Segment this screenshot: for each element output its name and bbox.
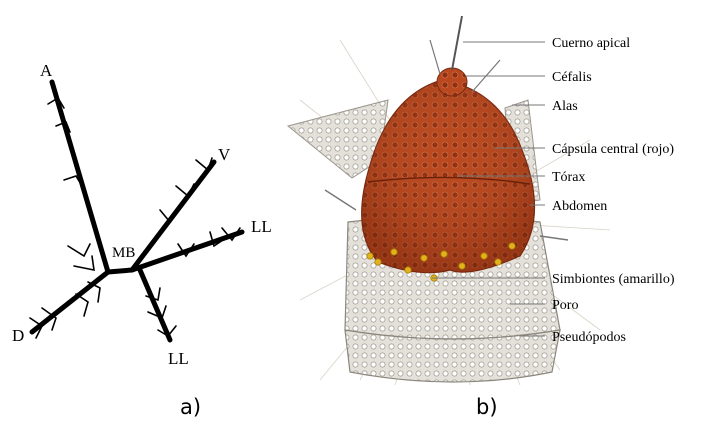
annotation-abdomen: Abdomen bbox=[552, 199, 607, 214]
annotation-torax: Tórax bbox=[552, 170, 585, 185]
label-v: V bbox=[218, 145, 231, 164]
annotation-cuerno-apical: Cuerno apical bbox=[552, 36, 630, 51]
annotation-alas: Alas bbox=[552, 99, 578, 114]
panel-a-diagram: A V LL MB D LL a) bbox=[12, 61, 272, 419]
label-d: D bbox=[12, 326, 24, 345]
label-mb: MB bbox=[112, 245, 135, 261]
tree-barbs bbox=[30, 98, 240, 338]
caption-b: b) bbox=[476, 395, 498, 419]
annotation-capsula-central: Cápsula central (rojo) bbox=[552, 142, 674, 157]
label-ll-bottom: LL bbox=[168, 349, 189, 368]
annotation-cefalis: Céfalis bbox=[552, 70, 592, 85]
tree-branches bbox=[32, 82, 242, 340]
branch-a bbox=[52, 82, 108, 272]
label-ll-right: LL bbox=[251, 217, 272, 236]
branch-d bbox=[32, 272, 108, 332]
annotation-pseudopodos: Pseudópodos bbox=[552, 330, 626, 345]
annotation-poro: Poro bbox=[552, 298, 578, 313]
branch-ll-bottom bbox=[140, 270, 170, 340]
apical-horn bbox=[452, 16, 462, 70]
annotation-simbiontes: Simbiontes (amarillo) bbox=[552, 272, 675, 287]
panel-b-illustration: Cuerno apical Céfalis Alas Cápsula centr… bbox=[288, 16, 675, 419]
label-a: A bbox=[40, 61, 53, 80]
caption-a: a) bbox=[180, 395, 201, 419]
cephalis bbox=[437, 68, 467, 96]
branch-center bbox=[108, 270, 132, 272]
